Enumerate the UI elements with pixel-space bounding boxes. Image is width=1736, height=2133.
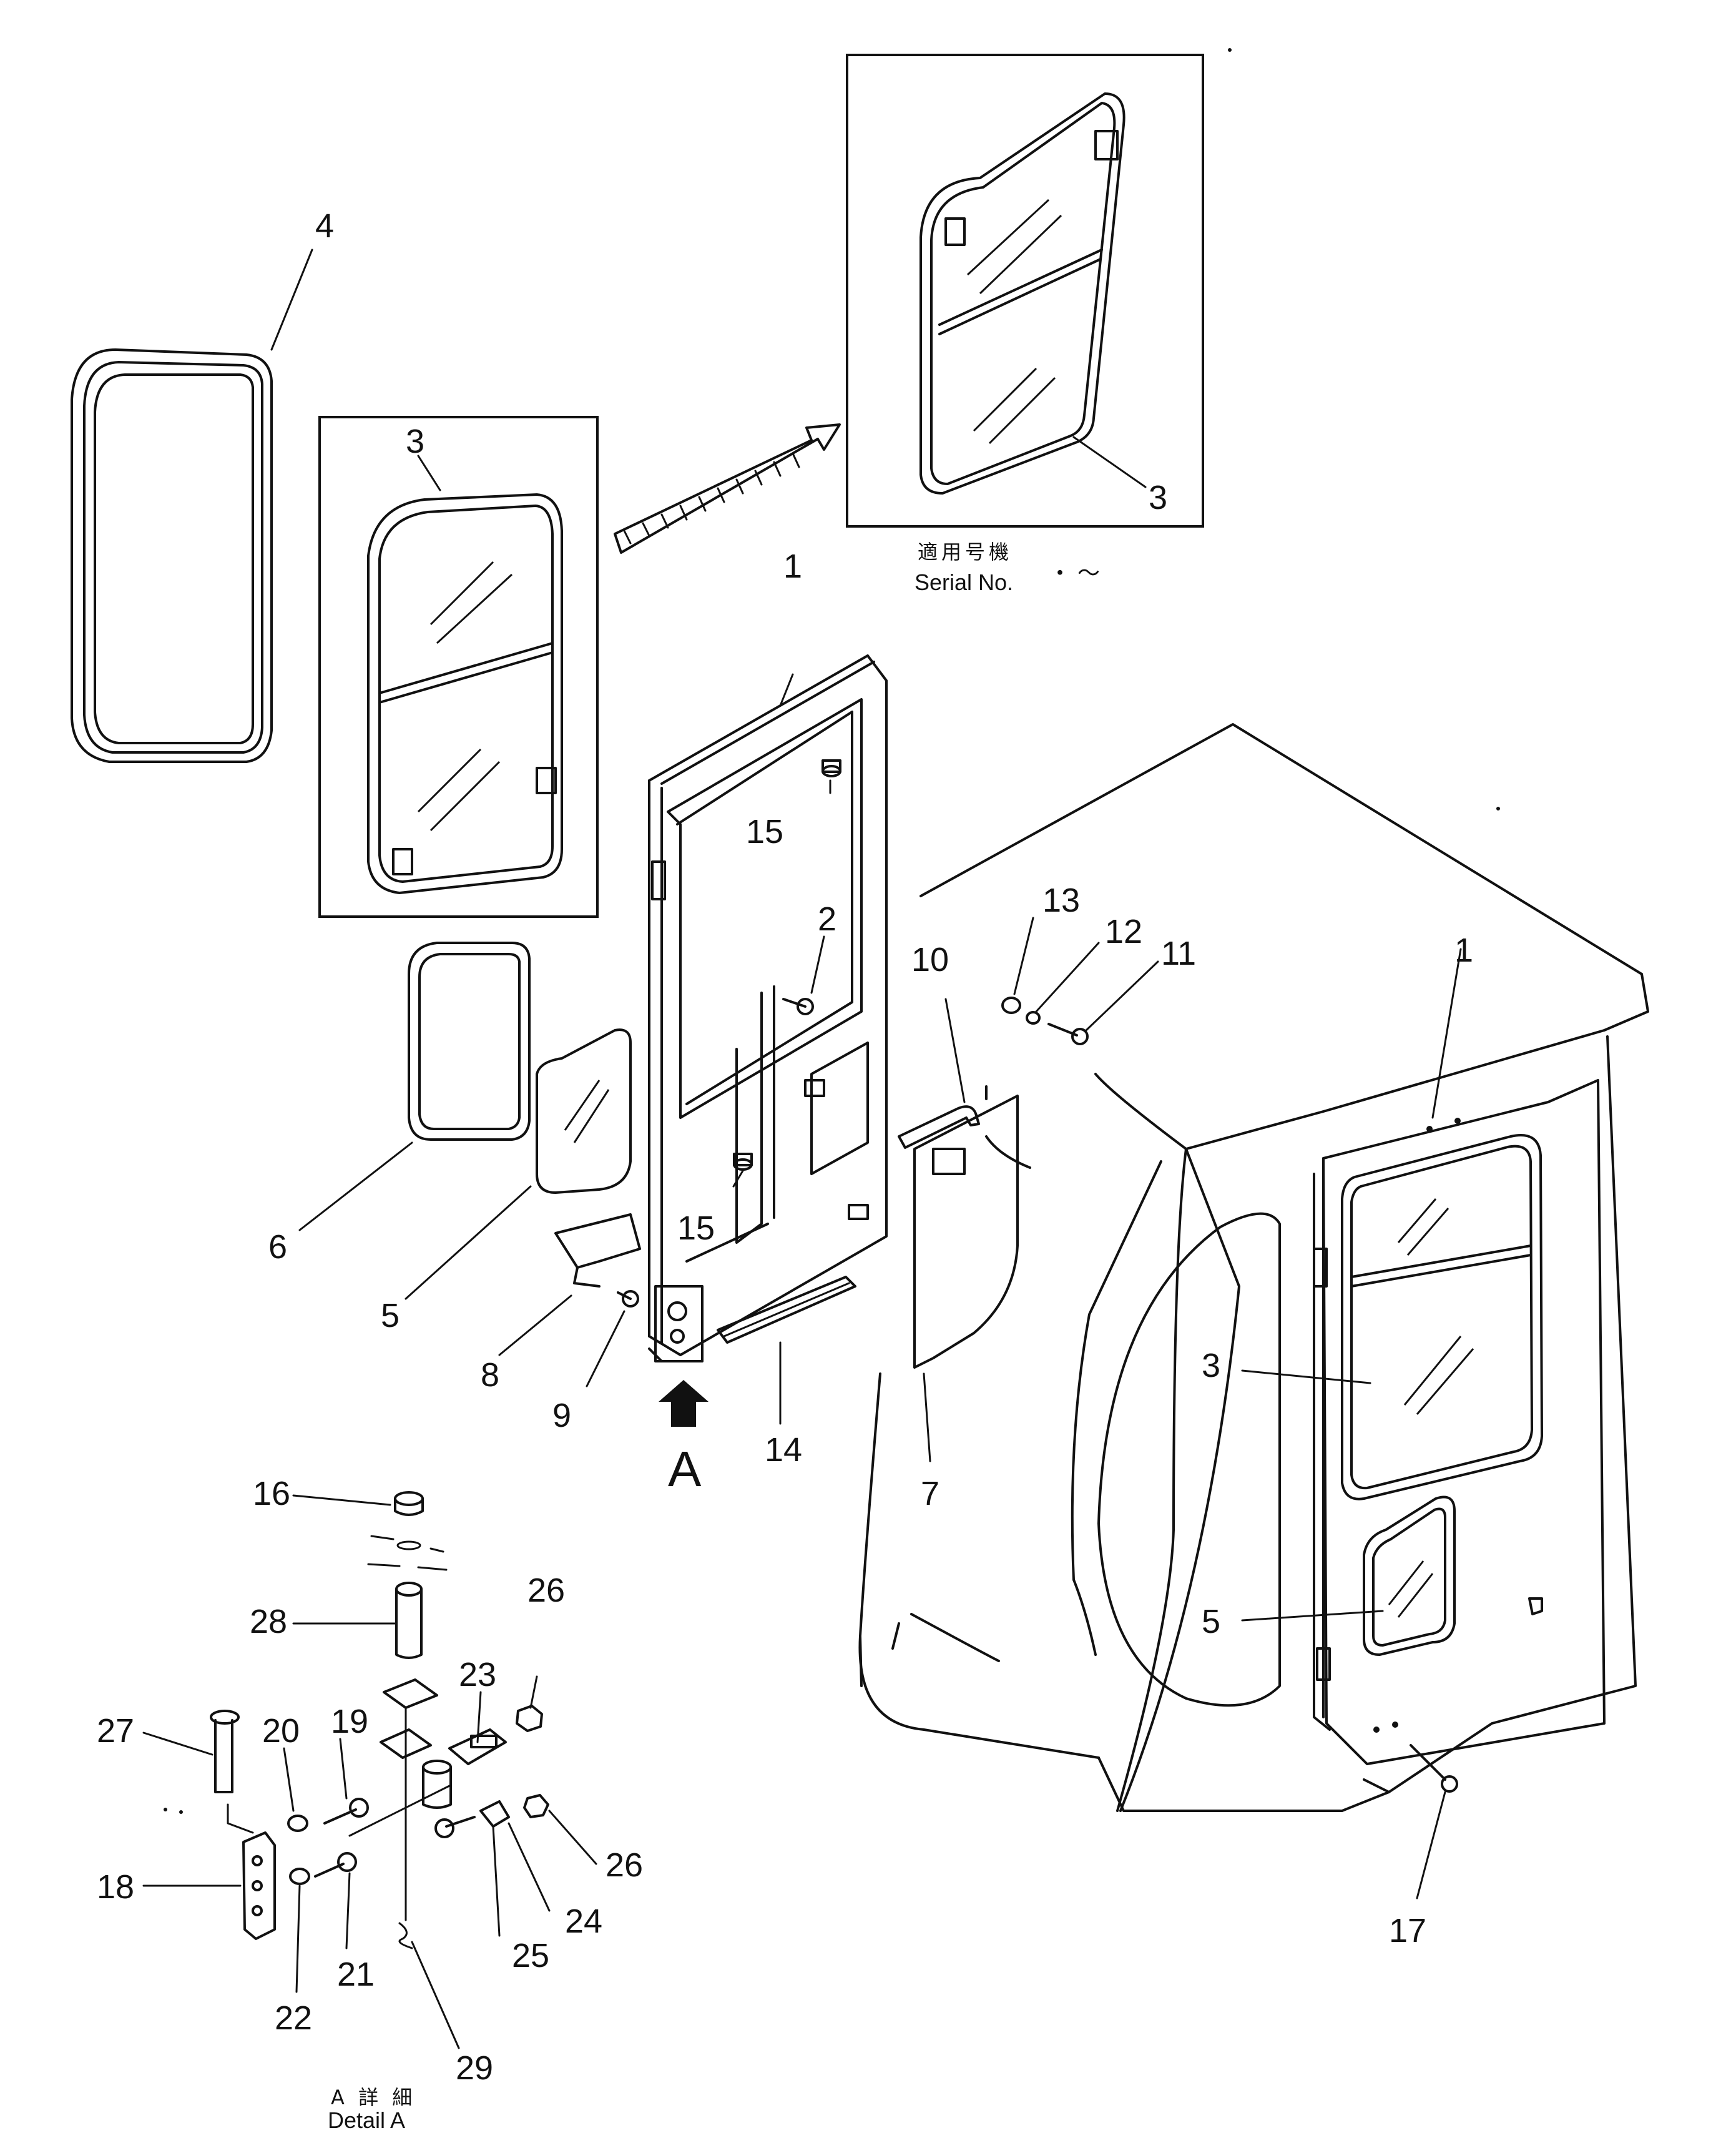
serial-caption-range: ・ ～ [1049,560,1100,586]
callout-5-cab: 5 [1202,1603,1220,1640]
window-seal-part-4 [71,348,273,763]
sliding-window-part-3-left [367,493,563,894]
callout-17: 17 [1389,1912,1426,1949]
view-arrow-label: A [668,1441,702,1497]
callout-10: 10 [911,941,949,978]
detail-caption-english: Detail A [328,2107,405,2133]
hinge-assembly [648,1285,704,1362]
lock-washer-part-12 [1026,1011,1041,1025]
handle-part-10 [898,1105,980,1149]
callout-3-cab: 3 [1202,1347,1220,1384]
washer-part-13 [1001,997,1021,1014]
callout-1-door: 1 [783,548,802,585]
detail-caption-japanese: A 詳 細 [331,2086,416,2109]
detail-a-assembly [210,1491,549,1949]
door-frame-part-1 [648,654,888,1356]
callout-12: 12 [1105,913,1142,950]
callout-15-lower: 15 [677,1209,715,1247]
callout-1-cab: 1 [1454,932,1473,969]
callout-11: 11 [1161,935,1196,972]
strip-part-14 [717,1276,856,1344]
callout-26-top: 26 [527,1572,565,1609]
bolt-part-17 [1410,1744,1458,1793]
cab-body [858,723,1649,1812]
hatched-arrow-to-variant [614,423,841,554]
callout-15-top: 15 [746,813,783,850]
callout-28: 28 [250,1603,287,1640]
sliding-window-part-3-right [919,92,1125,495]
callout-14: 14 [765,1431,802,1469]
callout-3-right: 3 [1149,479,1167,516]
callout-8: 8 [481,1356,499,1394]
callout-16: 16 [253,1475,290,1512]
serial-caption-japanese: 適用号機 [918,540,1013,564]
plug-part-15-lower [733,1153,753,1171]
small-glass-part-5 [536,1028,632,1194]
callout-20: 20 [262,1712,300,1750]
plug-part-15-top [821,759,841,777]
callout-27: 27 [97,1712,134,1750]
callout-3-left: 3 [406,423,424,460]
bolt-part-9 [617,1290,639,1308]
callout-5-left: 5 [381,1297,400,1334]
bolt-part-11 [1047,1023,1089,1045]
callout-19: 19 [331,1703,368,1740]
callout-24: 24 [565,1903,602,1940]
callout-29: 29 [456,2049,493,2087]
small-window-seal-part-6 [408,942,531,1141]
callout-2: 2 [818,900,836,938]
callout-26-bottom: 26 [606,1846,643,1884]
cover-panel-part-7 [913,1085,1019,1369]
callout-13: 13 [1042,882,1080,919]
serial-caption-english: Serial No. [915,569,1013,595]
callout-22: 22 [275,1999,312,2037]
callout-4: 4 [315,207,334,245]
window-detail-box-left [318,416,599,918]
view-arrow-a [659,1380,709,1427]
callout-labels: 4 3 3 1 15 2 10 13 12 11 1 15 6 5 8 9 14… [97,207,1473,2087]
callout-21: 21 [337,1956,375,1993]
callout-25: 25 [512,1937,549,1974]
callout-9: 9 [552,1397,571,1434]
callout-18: 18 [97,1868,134,1906]
stopper-part-8 [554,1213,641,1288]
callout-7: 7 [921,1475,939,1512]
window-detail-box-right [846,54,1204,528]
callout-6: 6 [268,1228,287,1266]
callout-23: 23 [459,1656,496,1693]
cab-door-part-1 [1313,1079,1606,1765]
screw-part-2 [782,998,814,1015]
